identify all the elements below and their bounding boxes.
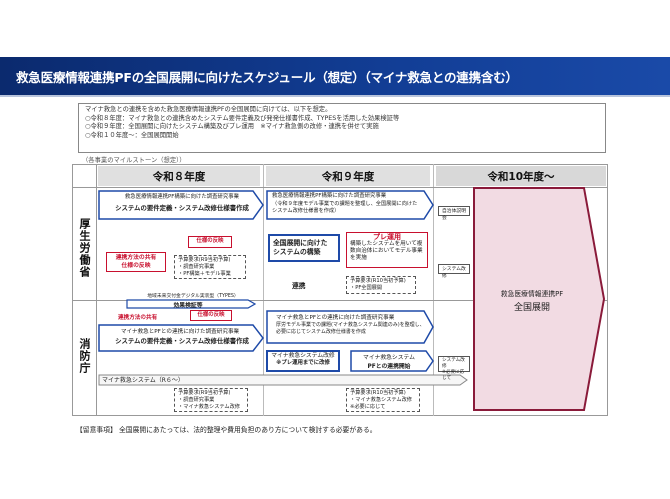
title-underline bbox=[0, 95, 670, 97]
year-header-r8: 令和８年度 bbox=[98, 166, 260, 186]
final-arrow-shape bbox=[473, 187, 606, 411]
types-label: 地域未来交付金デジタル実装型（TYPES） bbox=[147, 294, 239, 299]
fdma-r9-chevron-title: マイナ救急とPFとの連携に向けた調査研究事業 bbox=[276, 315, 395, 321]
intro-line: マイナ救急との連携を含めた救急医療情報連携PFの全国展開に向けては、以下を想定。 bbox=[85, 106, 332, 113]
budget-box-fdma-r9: 予算要求(R10当初予算) ・マイナ救急システム改修 ※必要に応じて bbox=[346, 388, 420, 412]
mhlw-r8-chevron-title: 救急医療情報連携PF構築に向けた調査研究事業 bbox=[124, 194, 240, 200]
mina-sys-1-title: マイナ救急システム改修 bbox=[271, 353, 335, 359]
pre-op-title: プレ運用 bbox=[373, 233, 401, 241]
year-header-r9: 令和９年度 bbox=[266, 166, 430, 186]
budget-box-mhlw-r9: 予算要求(R10当初予算) ・PF全国展開 bbox=[346, 276, 416, 294]
mina-sys-2-title: マイナ救急システム bbox=[363, 355, 415, 361]
year-header-r10: 令和10年度～ bbox=[436, 166, 606, 186]
mhlw-r9-chevron-title: 救急医療情報連携PF構築に向けた調査研究事業 bbox=[272, 193, 387, 199]
budget-box-fdma-r8: 予算要求(R9当初予算) ・調査研究事業 ・マイナ救急システム改修 bbox=[174, 388, 248, 412]
final-line2: 全国展開 bbox=[513, 303, 550, 313]
types-arrow-shape bbox=[126, 299, 256, 309]
fdma-r9-chevron-body: 厚労モデル事業での課題(マイナ救急システム関連のみ)を整理し、必要に応じてシステ… bbox=[276, 322, 425, 335]
grid-line bbox=[72, 187, 608, 188]
build-system-box: 全国展開に向けた システムの構築 bbox=[268, 234, 340, 262]
chevron-shape bbox=[98, 190, 264, 220]
renkei-label: 連携 bbox=[292, 282, 306, 290]
label-local-gov-briefing: 自治体説明会 bbox=[438, 206, 470, 221]
intro-line: ○令和９年度：全国展開に向けたシステム構築及びプレ運用 ※マイナ救急側の改修・連… bbox=[85, 123, 379, 131]
row-label-mhlw: 厚生労働省 bbox=[78, 218, 91, 278]
intro-line: ○令和１０年度～：全国展開開始 bbox=[85, 131, 179, 139]
intro-line: ○令和８年度：マイナ救急との連携含めたシステム要件定義及び発発仕様書作成、TYP… bbox=[85, 114, 400, 122]
mina-sys-1-sub: ※プレ運用までに改修 bbox=[276, 360, 330, 366]
mhlw-r8-chevron-bold: システムの要件定義・システム改修仕様書作成 bbox=[115, 204, 249, 212]
final-line1: 救急医療情報連携PF bbox=[500, 290, 564, 298]
schedule-table-frame bbox=[72, 164, 608, 416]
row-label-fdma: 消防庁 bbox=[78, 338, 91, 374]
types-title: 効果検証等 bbox=[173, 303, 203, 309]
grid-line bbox=[96, 164, 97, 416]
mina-system-bar-shape bbox=[98, 374, 468, 386]
mina-system-mod-box: マイナ救急システム改修 ※プレ運用までに改修 bbox=[266, 350, 340, 372]
share-method-box-mhlw: 連携方法の共有 仕様の反映 bbox=[106, 252, 166, 272]
label-system-mod-fdma: システム改修 ※必要に応じて bbox=[438, 356, 470, 381]
share-method-label-fdma: 連携方法の共有 bbox=[118, 315, 158, 321]
intro-box: マイナ救急との連携を含めた救急医療情報連携PFの全国展開に向けては、以下を想定。… bbox=[78, 103, 606, 153]
slide-title: 救急医療情報連携PFの全国展開に向けたスケジュール（想定）（マイナ救急との連携含… bbox=[0, 57, 670, 95]
grid-line bbox=[433, 164, 434, 416]
mina-system-bar-label: マイナ救急システム（R６～） bbox=[102, 377, 184, 384]
chevron-shape bbox=[266, 310, 434, 344]
chevron-shape bbox=[350, 350, 434, 372]
grid-line bbox=[263, 164, 264, 416]
chevron-shape bbox=[98, 324, 264, 352]
mina-system-link-box: マイナ救急システム PFとの連携開始 bbox=[352, 352, 426, 370]
mhlw-r9-chevron-body: （令和９年度モデル事業での課題を整理し、全国展開に向けたシステム改修仕様書を作成… bbox=[272, 201, 418, 214]
chevron-shape bbox=[266, 190, 434, 220]
pre-op-body: 構築したシステムを用いて複数自治体においてモデル事業を実施 bbox=[350, 241, 423, 261]
spec-reflect-label-mhlw: 仕様の反映 bbox=[188, 236, 232, 248]
fdma-r8-chevron-bold: システムの要件定義・システム改修仕様書作成 bbox=[115, 337, 249, 345]
fdma-r8-chevron-title: マイナ救急とPFとの連携に向けた調査研究事業 bbox=[120, 329, 240, 335]
budget-box-mhlw-r8: 予算要求(R9当初予算) ・調査研究事業 ・PF構築＋モデル事業 bbox=[174, 255, 246, 279]
label-system-mod-mhlw: システム改修 bbox=[438, 264, 470, 279]
pre-operation-box: プレ運用 構築したシステムを用いて複数自治体においてモデル事業を実施 bbox=[346, 232, 428, 268]
final-rollout-label: 救急医療情報連携PF 全国展開 bbox=[476, 288, 588, 313]
footnote: 【留意事項】 全国展開にあたっては、法的整理や費用負担のあり方について検討する必… bbox=[76, 426, 377, 434]
milestone-note: （各事業のマイルストーン（想定）） bbox=[82, 157, 186, 164]
spec-reflect-label-fdma: 仕様の反映 bbox=[190, 310, 232, 321]
mina-sys-2-sub: PFとの連携開始 bbox=[367, 364, 411, 370]
grid-line bbox=[72, 300, 608, 301]
